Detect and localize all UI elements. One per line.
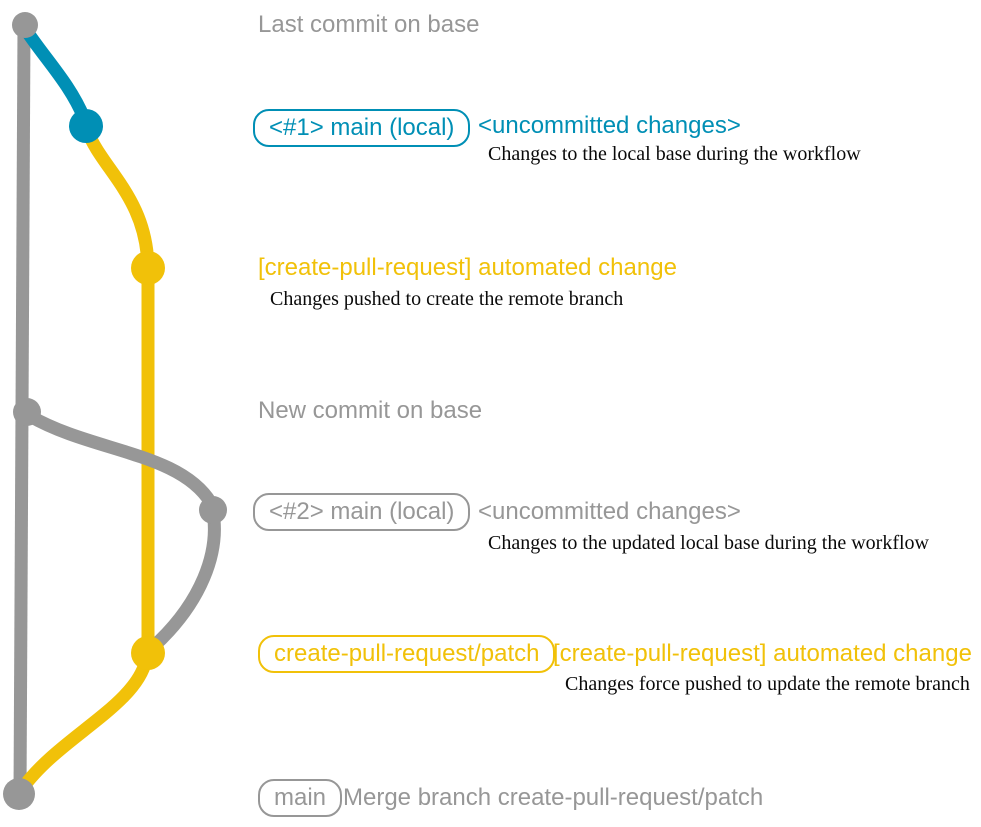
desc-changes-force-pushed: Changes force pushed to update the remot… — [565, 673, 970, 695]
desc-changes-pushed: Changes pushed to create the remote bran… — [270, 288, 624, 310]
branch-tag-main-local-2: <#2> main (local) — [253, 493, 471, 531]
branch-tag-main: main — [258, 779, 343, 817]
git-graph — [3, 12, 227, 810]
branch-tag-main-local-1: <#1> main (local) — [253, 109, 471, 147]
note-uncommitted-changes-1: <uncommitted changes> — [478, 112, 741, 139]
local-main-branch-curve — [20, 26, 91, 121]
commit-dot-merge — [3, 778, 35, 810]
commit-dot-local-main-1 — [69, 109, 103, 143]
note-uncommitted-changes-2: <uncommitted changes> — [478, 498, 741, 525]
note-merge-branch: Merge branch create-pull-request/patch — [343, 784, 764, 811]
desc-updated-local-base-changes: Changes to the updated local base during… — [488, 532, 929, 554]
branch-tag-create-pull-request-patch: create-pull-request/patch — [258, 635, 556, 673]
desc-local-base-changes: Changes to the local base during the wor… — [488, 143, 861, 165]
merge-into-main-curve — [16, 658, 153, 793]
updated-local-main-curve — [26, 410, 221, 652]
label-new-commit-on-base: New commit on base — [258, 397, 483, 424]
commit-dot-local-main-2 — [199, 496, 227, 524]
note-automated-change-2: [create-pull-request] automated change — [553, 640, 972, 667]
commit-dot-patch-1 — [131, 251, 165, 285]
commit-dot-last-base — [12, 12, 38, 38]
label-last-commit-on-base: Last commit on base — [258, 11, 480, 38]
commit-dot-new-base — [13, 398, 41, 426]
commit-dot-patch-2 — [131, 636, 165, 670]
patch-branch-line — [80, 127, 155, 651]
note-automated-change-1: [create-pull-request] automated change — [258, 254, 677, 281]
